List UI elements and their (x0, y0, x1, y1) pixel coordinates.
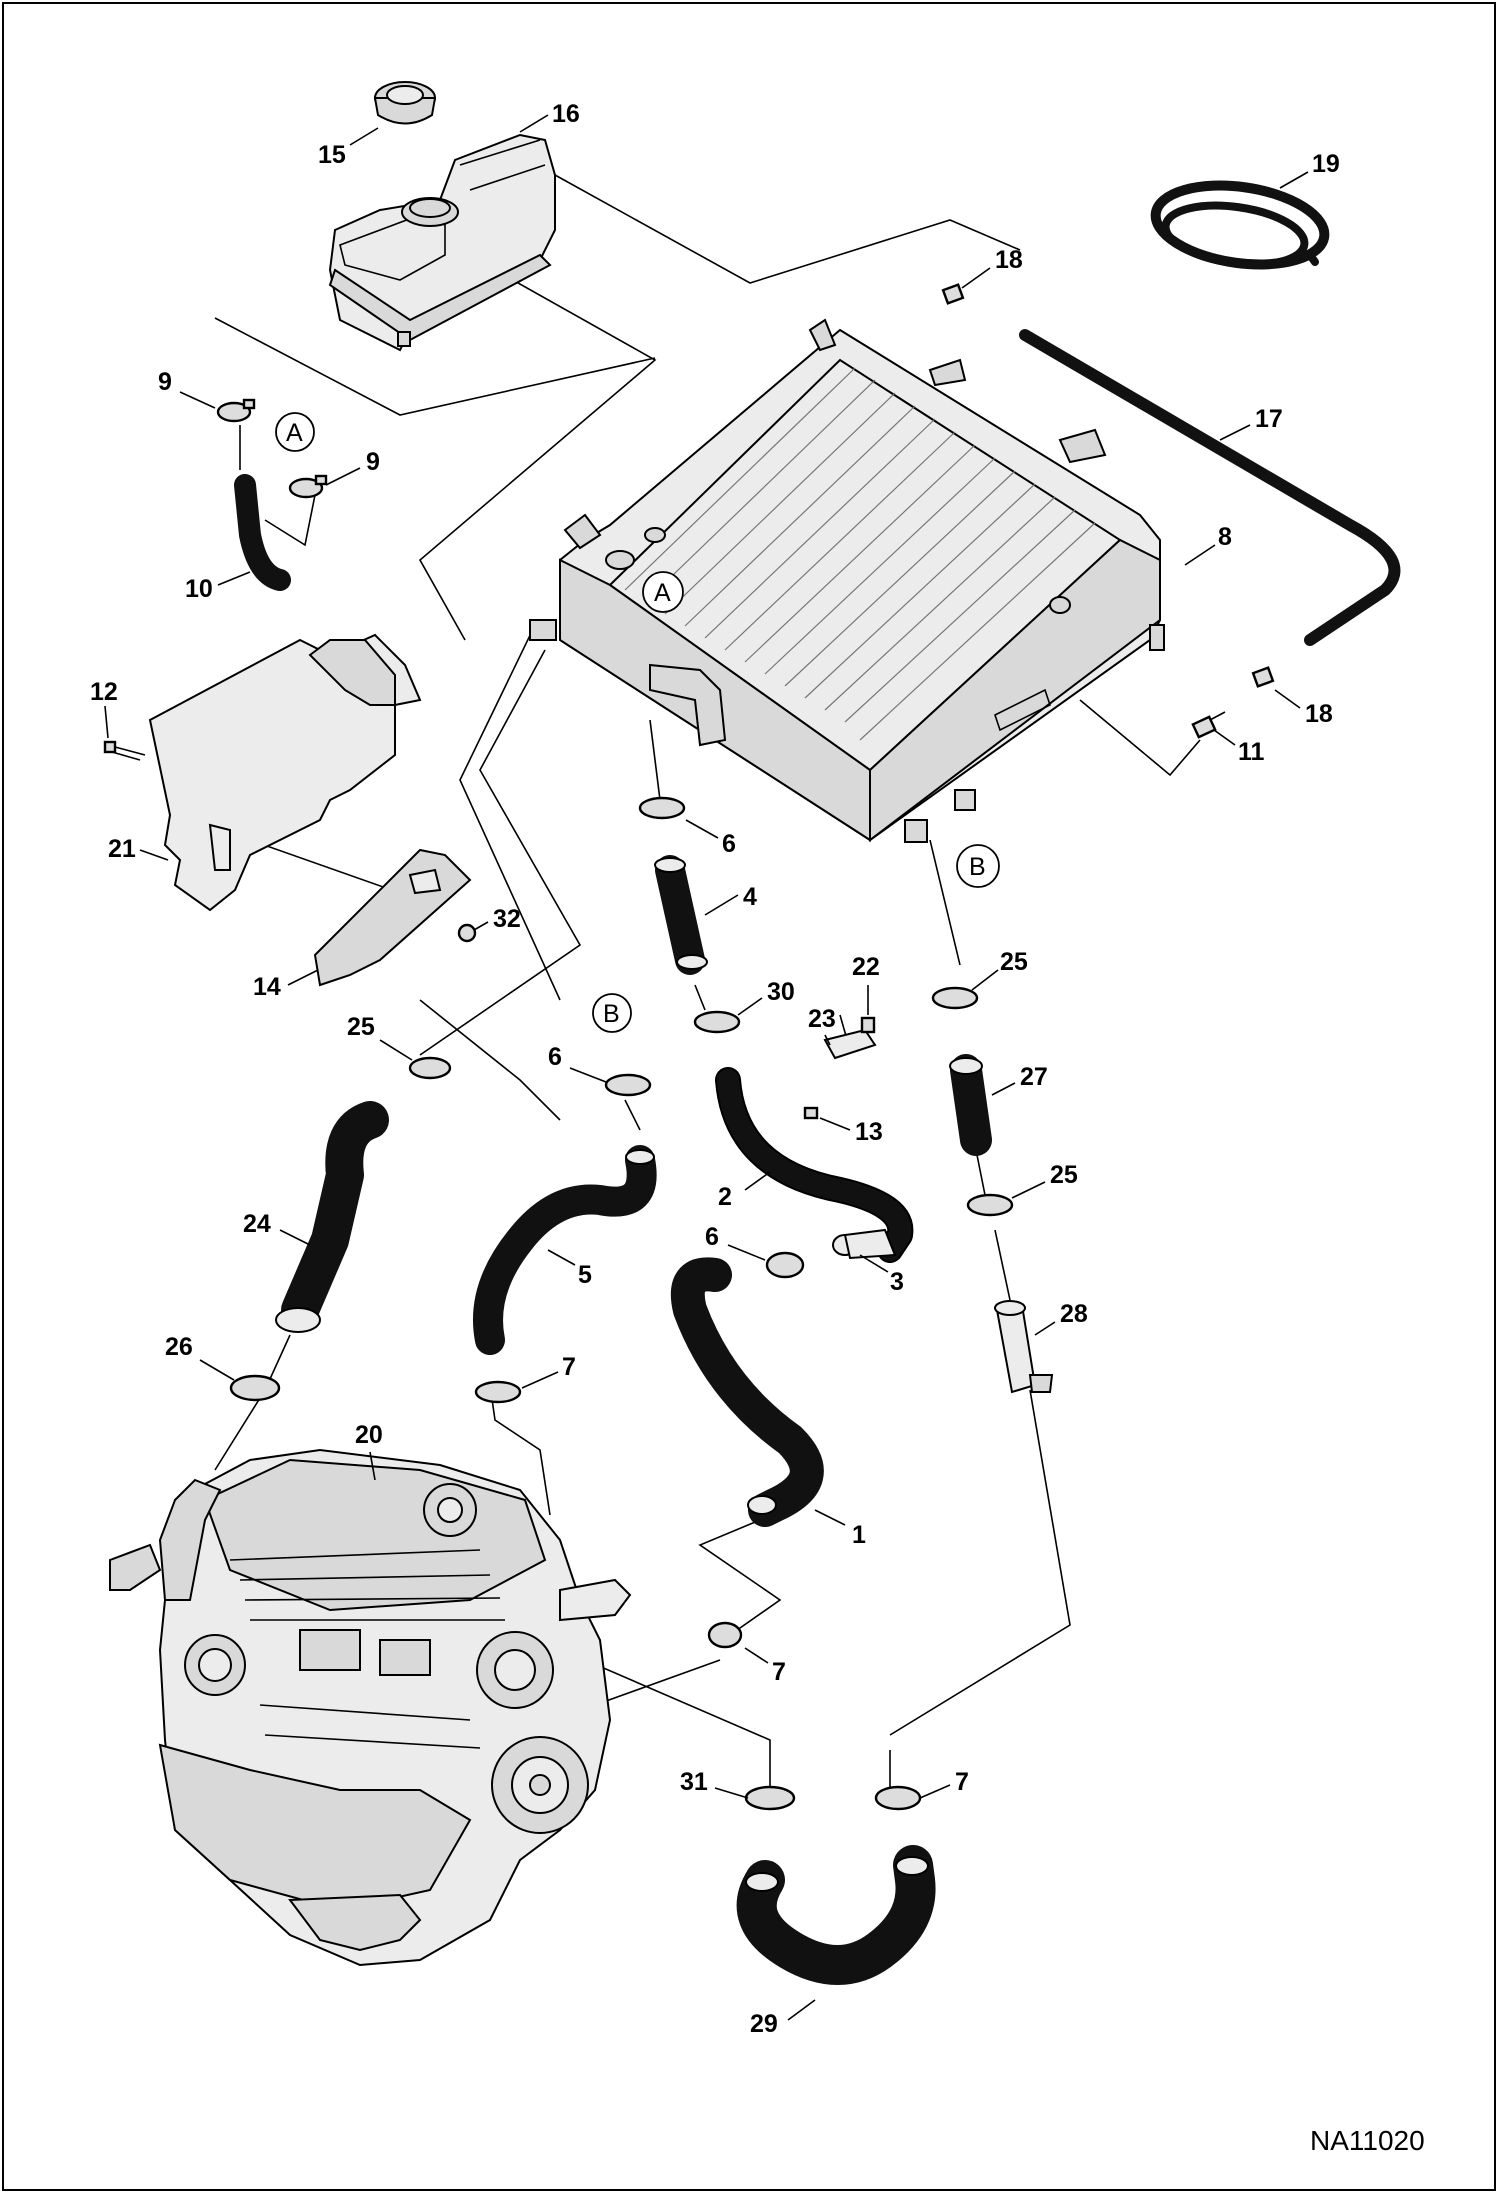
hose-clamp-6-top (638, 796, 686, 820)
nut-13 (803, 1106, 819, 1120)
callout-11: 11 (1238, 738, 1265, 766)
hose-clamp-18-lower (1251, 666, 1275, 688)
callout-30: 30 (767, 978, 795, 1006)
callout-6-left: 6 (548, 1043, 562, 1071)
hose-clamp-25-lower-right (966, 1193, 1014, 1217)
callout-2: 2 (718, 1183, 732, 1211)
radiator (529, 318, 1165, 843)
callout-8: 8 (1218, 523, 1232, 551)
hose-clamp-9-lower (288, 474, 328, 499)
callout-18-lower: 18 (1305, 700, 1333, 728)
svg-text:A: A (654, 579, 671, 607)
callout-10: 10 (185, 575, 213, 603)
callout-14: 14 (253, 973, 281, 1001)
callout-16: 16 (552, 100, 580, 128)
callout-27: 27 (1020, 1063, 1048, 1091)
hose-clamp-25-left (408, 1056, 452, 1080)
bolt-22 (860, 1016, 876, 1034)
hose-clamp-25-upper-right (931, 986, 979, 1010)
hose-clamp-7-upper-left (474, 1380, 522, 1404)
callout-32: 32 (493, 905, 521, 933)
bracket-14 (313, 848, 472, 987)
reference-a-hose: A (275, 412, 315, 452)
hose-clamp-31 (744, 1785, 796, 1811)
radiator-lower-hose-4 (654, 855, 708, 975)
callout-21: 21 (108, 835, 136, 863)
callout-28: 28 (1060, 1300, 1088, 1328)
callout-25-lower-right: 25 (1050, 1161, 1078, 1189)
hose-24 (275, 1101, 389, 1333)
mounting-bracket-21 (148, 633, 422, 912)
bolt-11 (1191, 711, 1226, 739)
coolant-tube-2 (715, 1067, 914, 1263)
callout-5: 5 (578, 1261, 592, 1289)
callout-7-upper-left: 7 (562, 1353, 576, 1381)
fitting-3 (832, 1228, 897, 1260)
reference-a-radiator: A (642, 571, 684, 613)
callout-9-lower: 9 (366, 448, 380, 476)
bolt-12 (103, 740, 146, 756)
hose-27 (949, 1054, 992, 1156)
callout-1: 1 (852, 1521, 866, 1549)
overflow-hose-coil (1150, 180, 1330, 270)
hose-clamp-6-upper-left (604, 1073, 652, 1097)
nut-32 (457, 923, 477, 943)
tube-bracket-23 (823, 1028, 877, 1060)
callout-7-lower-right: 7 (955, 1768, 969, 1796)
callout-19: 19 (1312, 150, 1340, 178)
hose-10 (234, 474, 291, 591)
callout-24: 24 (243, 1210, 271, 1238)
hose-5 (473, 1145, 657, 1355)
callout-26: 26 (165, 1333, 193, 1361)
reference-markers: A A B B (275, 412, 1000, 1033)
hose-1 (670, 1257, 824, 1527)
callout-31: 31 (680, 1768, 708, 1796)
callout-9-upper: 9 (158, 368, 172, 396)
callout-12: 12 (90, 678, 118, 706)
svg-text:B: B (603, 1000, 620, 1028)
hose-clamp-7-lower-right (874, 1785, 922, 1811)
callout-25-upper-right: 25 (1000, 948, 1028, 976)
callout-6-top: 6 (722, 830, 736, 858)
callout-20: 20 (355, 1421, 383, 1449)
callout-labels: 1 2 3 4 5 6 6 6 7 7 7 7 8 9 9 10 11 (90, 100, 1340, 2038)
radiator-core-fins (624, 367, 1096, 741)
callout-3: 3 (890, 1268, 904, 1296)
radiator-cap (373, 81, 437, 125)
callout-7-middle: 7 (772, 1658, 786, 1686)
callout-6-middle: 6 (705, 1223, 719, 1251)
hose-clamp-7-middle (707, 1621, 743, 1649)
upper-overflow-hose (1019, 329, 1401, 646)
reference-b-hose: B (592, 993, 632, 1033)
callout-17: 17 (1255, 405, 1283, 433)
svg-text:B: B (969, 853, 986, 881)
coolant-tube-28 (994, 1300, 1054, 1394)
lower-hose-29 (736, 1845, 936, 1985)
callout-25-left: 25 (347, 1013, 375, 1041)
reference-b-radiator: B (956, 844, 1000, 888)
callout-13: 13 (855, 1118, 883, 1146)
hose-clamp-26 (229, 1374, 281, 1402)
callout-22: 22 (852, 953, 880, 981)
hose-clamp-6-middle (765, 1251, 805, 1279)
callout-23: 23 (808, 1005, 836, 1033)
callout-29: 29 (750, 2010, 778, 2038)
callout-15: 15 (318, 141, 346, 169)
callout-4: 4 (743, 883, 757, 911)
callout-18-upper: 18 (995, 246, 1023, 274)
hose-clamp-9-upper (216, 398, 256, 423)
hose-clamp-30 (693, 1010, 741, 1034)
svg-text:A: A (286, 419, 303, 447)
engine (109, 1448, 632, 1967)
coolant-expansion-tank (328, 133, 556, 352)
figure-id: NA11020 (1310, 2125, 1425, 2156)
hose-clamp-18-upper (941, 283, 965, 305)
